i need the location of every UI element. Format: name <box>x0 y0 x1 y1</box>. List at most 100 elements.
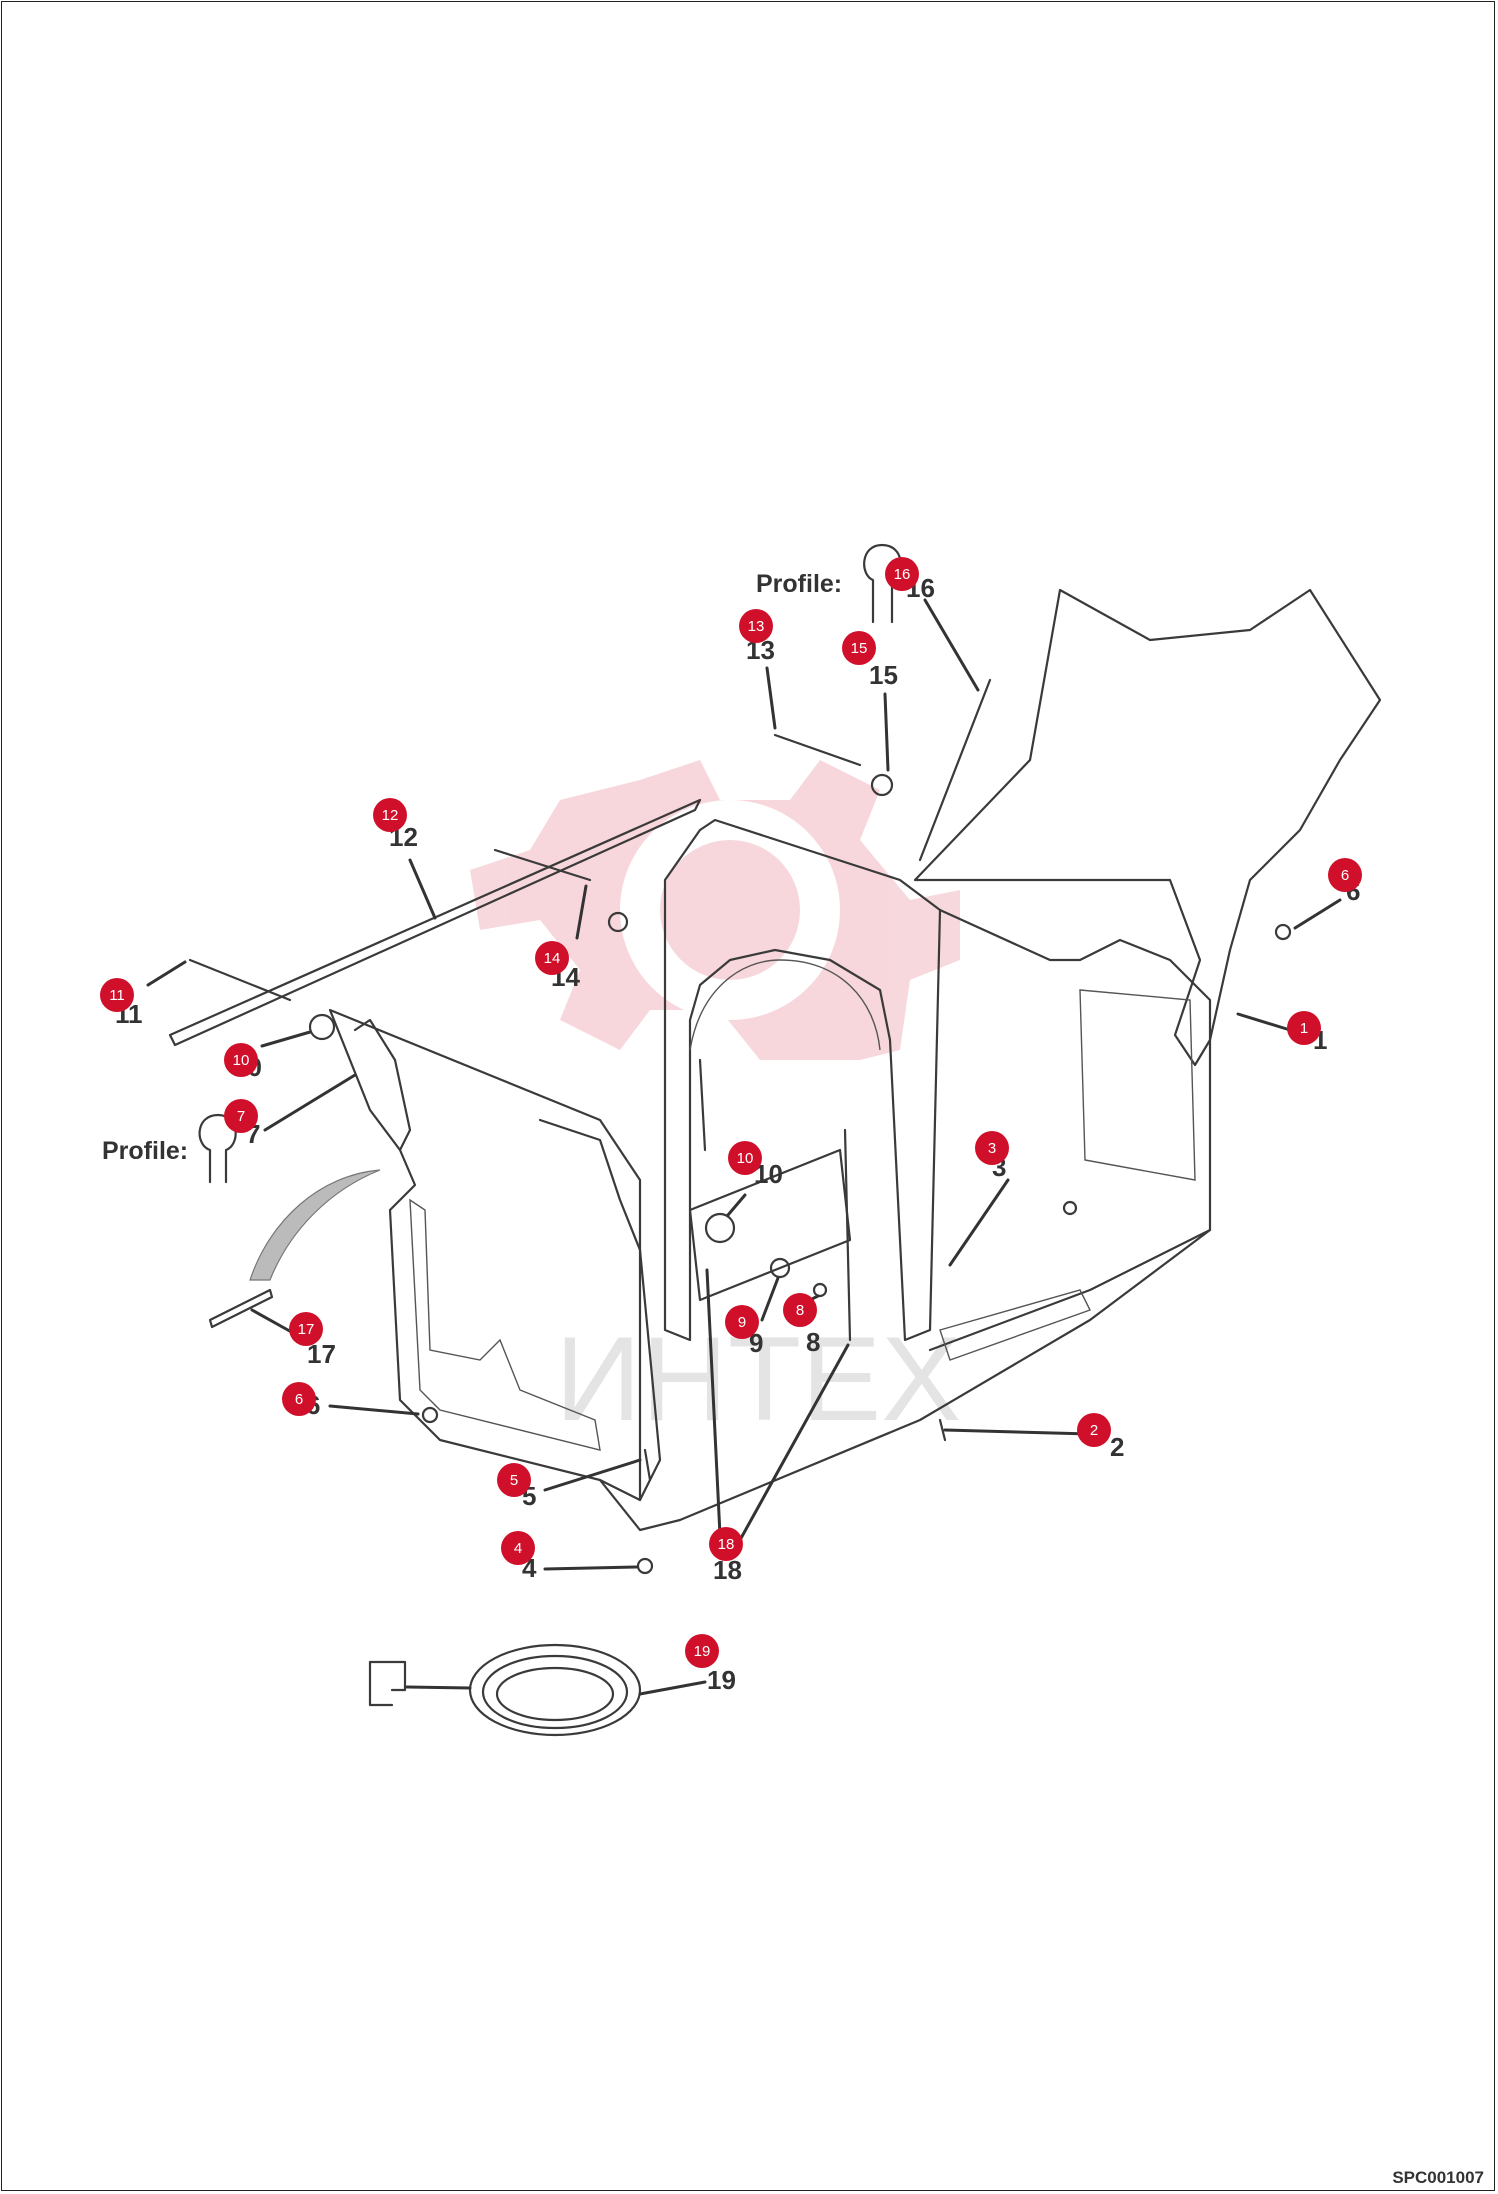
callout-number-15: 15 <box>869 660 898 690</box>
callout-badge-label-18: 18 <box>718 1536 735 1553</box>
callout-badge-10b[interactable]: 10 <box>728 1141 762 1175</box>
callout-badge-14[interactable]: 14 <box>535 941 569 975</box>
leader-13 <box>765 666 777 730</box>
callout-badge-label-1: 1 <box>1300 1020 1308 1037</box>
leader-14 <box>575 884 588 940</box>
leader-18a <box>705 1268 722 1537</box>
callout-badge-7[interactable]: 7 <box>224 1099 258 1133</box>
callout-badge-label-11: 11 <box>109 987 125 1004</box>
callout-badge-label-9: 9 <box>738 1314 746 1331</box>
callout-badge-label-3: 3 <box>988 1140 996 1157</box>
leader-12 <box>408 858 437 920</box>
nut-8 <box>812 1282 828 1298</box>
callout-badge-label-13: 13 <box>748 618 765 635</box>
left-inner-panel <box>409 1198 601 1451</box>
callout-badge-6a[interactable]: 6 <box>1328 858 1362 892</box>
rear-panel <box>663 818 942 1342</box>
leader-17 <box>250 1308 297 1336</box>
callout-badge-9[interactable]: 9 <box>725 1305 759 1339</box>
leader-11 <box>146 960 187 987</box>
right-frame <box>928 908 1212 1352</box>
callout-badge-6b[interactable]: 6 <box>282 1382 316 1416</box>
callout-badge-4[interactable]: 4 <box>501 1531 535 1565</box>
bolt-11 <box>188 958 292 1002</box>
leader-3 <box>948 1178 1010 1267</box>
profile-clip-7 <box>198 1113 237 1184</box>
callout-badge-label-14: 14 <box>544 950 561 967</box>
curved-strip <box>249 1169 381 1281</box>
left-side-panel <box>328 1008 642 1502</box>
leader-2 <box>943 1428 1092 1436</box>
callout-number-2: 2 <box>1110 1432 1124 1462</box>
front-panel <box>538 1118 662 1502</box>
callout-badge-8[interactable]: 8 <box>783 1293 817 1327</box>
upper-side-panel <box>913 588 1382 1067</box>
leader-18b <box>738 1343 850 1542</box>
profile-label-7: Profile: <box>102 1137 188 1165</box>
bolt-13 <box>773 733 862 767</box>
callout-badge-17[interactable]: 17 <box>289 1312 323 1346</box>
callout-badge-label-8: 8 <box>796 1302 804 1319</box>
floor-plate <box>598 1228 1212 1532</box>
seal-profile-19 <box>368 1660 407 1707</box>
callout-badge-label-15: 15 <box>851 640 868 657</box>
callout-number-19: 19 <box>707 1665 736 1695</box>
lower-step <box>939 1289 1091 1361</box>
callout-badge-15[interactable]: 15 <box>842 631 876 665</box>
trim-strip-12 <box>168 798 702 1047</box>
callout-number-8: 8 <box>806 1327 820 1357</box>
callout-badge-label-6b: 6 <box>295 1391 303 1408</box>
callout-badge-18[interactable]: 18 <box>709 1527 743 1561</box>
leader-7 <box>263 1073 357 1132</box>
leader-4 <box>543 1565 639 1571</box>
leader-6b <box>328 1404 420 1416</box>
callout-badge-12[interactable]: 12 <box>373 798 407 832</box>
callout-badge-2[interactable]: 2 <box>1077 1413 1111 1447</box>
coiled-seal-19 <box>468 1643 642 1737</box>
drawing-code: SPC001007 <box>1392 2168 1484 2187</box>
callout-badge-label-19: 19 <box>694 1643 711 1660</box>
callout-badge-label-10a: 10 <box>233 1052 250 1069</box>
callout-badge-10a[interactable]: 10 <box>224 1043 258 1077</box>
upper-seal-16 <box>918 678 992 862</box>
nut-6-left <box>421 1406 439 1424</box>
center-bracket <box>688 1148 852 1302</box>
callout-badge-13[interactable]: 13 <box>739 609 773 643</box>
bolt-3-head <box>1062 1200 1078 1216</box>
callout-badge-1[interactable]: 1 <box>1287 1011 1321 1045</box>
callout-group: 1122334455666677889910101010111112121313… <box>100 557 1362 1695</box>
callout-badge-label-4: 4 <box>514 1540 522 1557</box>
nut-6-right <box>1274 923 1292 941</box>
callout-badge-19[interactable]: 19 <box>685 1634 719 1668</box>
leader-1 <box>1236 1012 1292 1032</box>
battery-box-cutout <box>1079 989 1196 1181</box>
leader-10a <box>260 1030 312 1048</box>
vertical-rod-18 <box>698 1058 707 1152</box>
callout-badge-label-2: 2 <box>1090 1422 1098 1439</box>
washer-15 <box>870 773 894 797</box>
callout-badge-label-7: 7 <box>237 1108 245 1125</box>
leader-5 <box>543 1458 642 1492</box>
watermark-logo <box>470 760 960 1060</box>
callout-badge-label-16: 16 <box>894 566 911 583</box>
callout-badge-label-5: 5 <box>510 1472 518 1489</box>
bolt-14 <box>493 848 592 882</box>
edge-trim-7 <box>353 1018 412 1152</box>
leader-10b <box>726 1193 747 1217</box>
leader-15 <box>883 692 890 772</box>
callout-number-9: 9 <box>749 1328 763 1358</box>
pin-17 <box>208 1288 274 1329</box>
callout-badge-16[interactable]: 16 <box>885 557 919 591</box>
leader-16 <box>923 598 980 692</box>
profile-label-16: Profile: <box>756 570 842 598</box>
callout-badge-11[interactable]: 11 <box>100 978 134 1012</box>
callout-badge-3[interactable]: 3 <box>975 1131 1009 1165</box>
washer-10-left <box>308 1013 336 1041</box>
nut-4 <box>636 1557 654 1575</box>
washer-9 <box>769 1257 791 1279</box>
callout-badge-5[interactable]: 5 <box>497 1463 531 1497</box>
callout-badge-label-10b: 10 <box>737 1150 754 1167</box>
washer-14 <box>607 911 629 933</box>
